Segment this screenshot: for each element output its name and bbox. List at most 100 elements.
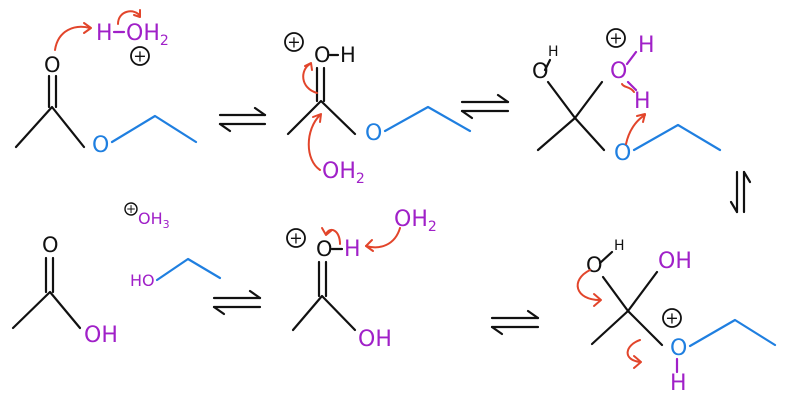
s3-right-hydrogen: H (638, 33, 655, 58)
eq2-forward-head (496, 93, 510, 104)
s5-hydroxyl: OH (358, 327, 392, 352)
eq5-forward-head (248, 289, 262, 300)
s4-right-hydroxyl: OH (658, 249, 692, 274)
s4-ether-oxygen: O (670, 336, 687, 361)
equilibrium-arrow-3 (729, 170, 752, 214)
s2-positive-charge-circle (284, 32, 304, 52)
equilibrium-arrow-1 (218, 106, 267, 133)
s2-water: OH2 (322, 159, 365, 187)
s4-arrow-head-2 (633, 355, 642, 369)
s5-positive-charge: + (289, 229, 302, 248)
s3-positive-charge-circle (606, 28, 626, 48)
s6-hydronium-charge-circle (124, 202, 138, 216)
s3-arrow-o-to-h (625, 114, 646, 145)
s6-ethanol-chain (155, 257, 222, 282)
s3-positive-charge: + (609, 29, 622, 48)
s3-right-oxygen: O (610, 59, 627, 84)
s6-carbonyl-oxygen: O (42, 233, 59, 257)
structure-5-protonated-acid: + O H OH2 OH (286, 207, 437, 352)
s4-bond-c-oh-left (601, 275, 630, 313)
s6-ethanol-hydroxyl: HO (130, 271, 155, 290)
s4-bond-c-ether (626, 309, 664, 347)
s4-left-oxygen: O (586, 253, 603, 277)
s5-skeleton-bonds (291, 294, 357, 332)
s6-hydroxyl: OH (84, 323, 118, 348)
s2-hydrogen: H (340, 43, 356, 67)
s1-arrow-head-1 (83, 22, 92, 34)
s4-ether-hydrogen: H (670, 371, 687, 396)
eq4-forward-head (526, 309, 540, 320)
structure-1-ester-and-hydronium: O O H OH2 + (14, 9, 198, 158)
eq3-down-head (729, 200, 739, 214)
s2-oxygen: O (314, 43, 331, 67)
eq4-reverse-head (490, 325, 504, 336)
s3-arrow-oh-bond-to-o (621, 83, 635, 93)
s5-hydrogen: H (344, 237, 361, 262)
s4-left-hydrogen: H (614, 238, 625, 254)
s3-right-o-h-bond (625, 50, 638, 66)
s3-bond-c-oh-left (546, 80, 577, 120)
s1-positive-charge-circle (130, 46, 150, 66)
s1-skeleton-bonds (14, 105, 86, 149)
s2-arrow-water-to-carbon (307, 114, 321, 171)
s3-bond-c-methyl (536, 116, 577, 152)
s5-water: OH2 (394, 207, 437, 235)
structure-6-products: O OH + OH3 HO (11, 202, 222, 348)
equilibrium-arrow-2 (460, 93, 510, 120)
s3-left-hydrogen: H (548, 44, 559, 60)
s6-hydronium-charge: + (126, 202, 136, 216)
s4-positive-charge: + (665, 309, 678, 328)
s4-arrow-o-lone-pair (576, 269, 601, 301)
s3-ethyl-chain (632, 123, 722, 152)
eq5-reverse-head (212, 305, 226, 316)
s4-positive-charge-circle (662, 308, 682, 328)
equilibrium-arrow-5 (212, 289, 262, 316)
s3-bond-c-ether (573, 116, 606, 152)
s5-positive-charge-circle (286, 228, 306, 248)
structure-2-protonated-ester: + O H O OH2 (284, 32, 472, 187)
eq1-forward-head (253, 106, 267, 117)
s3-arrow-head-1 (636, 113, 646, 123)
s2-ethyl-chain (383, 105, 472, 133)
eq3-up-head (742, 170, 752, 184)
s4-ethyl-chain (688, 318, 777, 348)
s1-ethyl-chain (110, 114, 198, 144)
s4-arrow-head-1 (593, 293, 602, 307)
equilibrium-arrow-4 (490, 309, 540, 336)
s1-arrow-bond-to-o (117, 10, 141, 25)
s3-lower-hydrogen: H (634, 89, 651, 114)
structure-4-protonated-ethoxy: O H OH + O H (576, 238, 777, 396)
s3-left-o-h-bond (543, 58, 552, 72)
s2-arrow-head-2 (304, 62, 313, 71)
s5-oxygen: O (316, 237, 333, 261)
s5-arrow-bond-to-o (325, 228, 341, 245)
s4-left-o-h-bond (598, 250, 614, 265)
eq2-reverse-head (460, 109, 474, 120)
s6-hydronium: OH3 (138, 209, 170, 231)
s2-skeleton-bonds (286, 99, 357, 136)
s3-left-oxygen: O (532, 59, 549, 83)
s2-ether-oxygen: O (365, 121, 382, 146)
s3-ether-oxygen: O (614, 141, 631, 166)
s1-hydronium-h: H (96, 21, 113, 46)
s1-arrow-carbonyl-to-h (54, 25, 91, 51)
s1-ether-oxygen: O (92, 133, 109, 158)
s2-positive-charge: + (287, 33, 300, 52)
s1-arrow-head-2 (133, 9, 141, 18)
s4-bond-c-methyl (590, 309, 630, 346)
s1-carbonyl-oxygen: O (44, 53, 61, 77)
s1-positive-charge: + (133, 47, 146, 66)
s2-arrow-head-1 (312, 113, 322, 123)
s4-bond-c-oh-right (626, 270, 659, 313)
s4-arrow-bond-break (626, 339, 641, 363)
eq1-reverse-head (218, 122, 232, 133)
s5-arrow-head-2 (321, 227, 333, 236)
s1-hydronium-oh: OH2 (126, 21, 169, 49)
structure-3-tetrahedral-intermediate: O H + O H H O (532, 28, 722, 166)
s5-arrow-head-1 (365, 239, 374, 252)
s2-arrow-pi-to-o (302, 63, 318, 94)
s5-arrow-water-to-h (365, 227, 401, 249)
s6-skeleton-bonds (11, 290, 82, 330)
